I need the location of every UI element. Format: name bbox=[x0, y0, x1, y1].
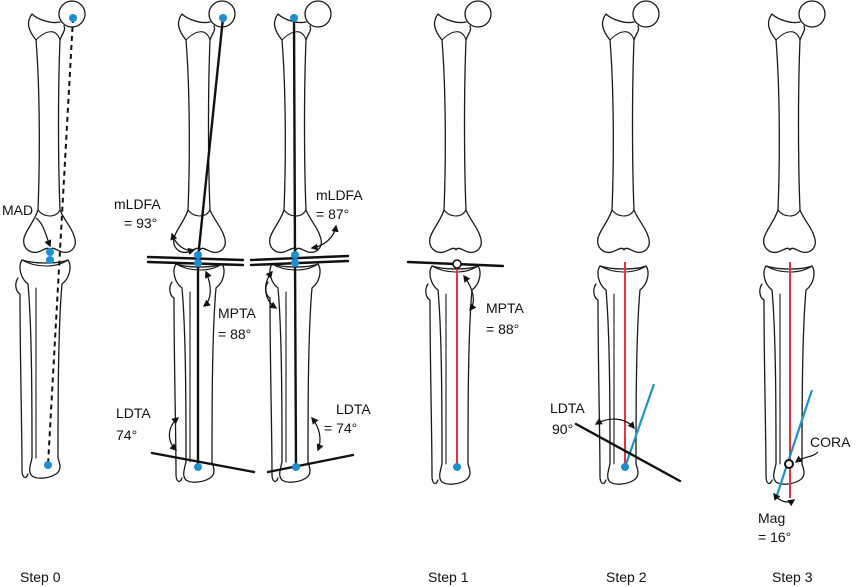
distal-deformity-axis bbox=[774, 389, 814, 499]
tibia-bone bbox=[759, 265, 815, 485]
ankle-center-point bbox=[292, 463, 300, 471]
hip-center-point bbox=[290, 14, 298, 22]
cora-label: CORA bbox=[810, 434, 851, 450]
tibial-mechanical-axis bbox=[293, 256, 298, 469]
cora-arrow bbox=[794, 451, 819, 463]
knee-center-point bbox=[452, 259, 462, 269]
hip-center-point bbox=[219, 14, 227, 22]
ldta-value: 90° bbox=[552, 421, 573, 437]
ankle-center-point bbox=[194, 463, 202, 471]
ldta-value: 74° bbox=[116, 427, 137, 443]
knee-joint-line bbox=[249, 259, 350, 267]
step-label: Step 2 bbox=[606, 569, 647, 585]
mad-label: MAD bbox=[2, 202, 33, 218]
step-label: Step 3 bbox=[772, 569, 813, 585]
ankle-center-point bbox=[453, 463, 461, 471]
femur-bone bbox=[763, 0, 826, 254]
distal-deformity-axis bbox=[622, 383, 656, 471]
mag-label: Mag bbox=[758, 510, 785, 526]
tibia-bone bbox=[15, 259, 71, 479]
ldta-label: LDTA bbox=[336, 401, 371, 417]
mechanical-axis-dashed-line bbox=[47, 17, 74, 466]
ldta-value: = 74° bbox=[324, 420, 357, 436]
femoral-mechanical-axis bbox=[292, 16, 297, 260]
knee-center-point bbox=[194, 251, 202, 259]
mad-arrow bbox=[35, 217, 52, 248]
ldta-label: LDTA bbox=[550, 400, 585, 416]
step-label: Step 1 bbox=[428, 569, 469, 585]
mldfa-label: mLDFA bbox=[114, 196, 161, 212]
mpta-arc bbox=[463, 274, 477, 312]
mpta-label: MPTA bbox=[218, 305, 257, 321]
knee-center-point bbox=[194, 259, 202, 267]
mpta-arc bbox=[265, 270, 278, 309]
mpta-value: = 88° bbox=[218, 326, 251, 342]
femur-bone bbox=[173, 0, 236, 254]
ldta-arc bbox=[594, 418, 635, 430]
panel-analysis: mLDFA = 93° LDTA 74° MPTA = 88° mLDFA = … bbox=[114, 0, 371, 483]
knee-center-point bbox=[291, 251, 299, 259]
ankle-joint-line bbox=[266, 453, 355, 474]
ldta-arc bbox=[168, 417, 180, 452]
tibia-bone bbox=[425, 265, 481, 485]
panel-step-2: LDTA 90° Step 2 bbox=[550, 0, 682, 585]
panel-step-1: MPTA = 88° Step 1 bbox=[406, 0, 525, 585]
mldfa-value: = 87° bbox=[316, 206, 349, 222]
femur-bone bbox=[597, 0, 660, 254]
ankle-center-point bbox=[44, 461, 52, 469]
knee-joint-line bbox=[249, 254, 350, 262]
mpta-value: = 88° bbox=[486, 321, 519, 337]
ankle-joint-line bbox=[574, 422, 682, 483]
panel-step-3: CORA Mag = 16° Step 3 bbox=[758, 0, 851, 585]
mldfa-label: mLDFA bbox=[316, 187, 363, 203]
tibia-bone bbox=[593, 265, 649, 485]
knee-center-point bbox=[46, 256, 54, 264]
mpta-label: MPTA bbox=[486, 300, 525, 316]
ankle-center-point bbox=[621, 463, 629, 471]
knee-center-point bbox=[46, 248, 54, 256]
knee-joint-line bbox=[146, 255, 245, 262]
ldta-label: LDTA bbox=[116, 405, 151, 421]
mag-value: = 16° bbox=[758, 529, 791, 545]
mldfa-arc bbox=[310, 224, 339, 251]
mag-arc bbox=[773, 492, 796, 507]
ankle-joint-line bbox=[150, 451, 256, 474]
femoral-mechanical-axis bbox=[196, 16, 225, 260]
panel-step-0: MAD Step 0 bbox=[2, 0, 86, 585]
mpta-arc bbox=[202, 270, 212, 307]
step-label: Step 0 bbox=[20, 569, 61, 585]
mldfa-arc bbox=[170, 232, 196, 255]
ldta-arc bbox=[311, 416, 324, 452]
knee-center-point bbox=[291, 259, 299, 267]
hip-center-point bbox=[69, 14, 77, 22]
cora-point bbox=[784, 459, 794, 469]
femur-bone bbox=[429, 0, 492, 254]
mldfa-value: = 93° bbox=[124, 215, 157, 231]
tibia-bone bbox=[265, 263, 321, 483]
